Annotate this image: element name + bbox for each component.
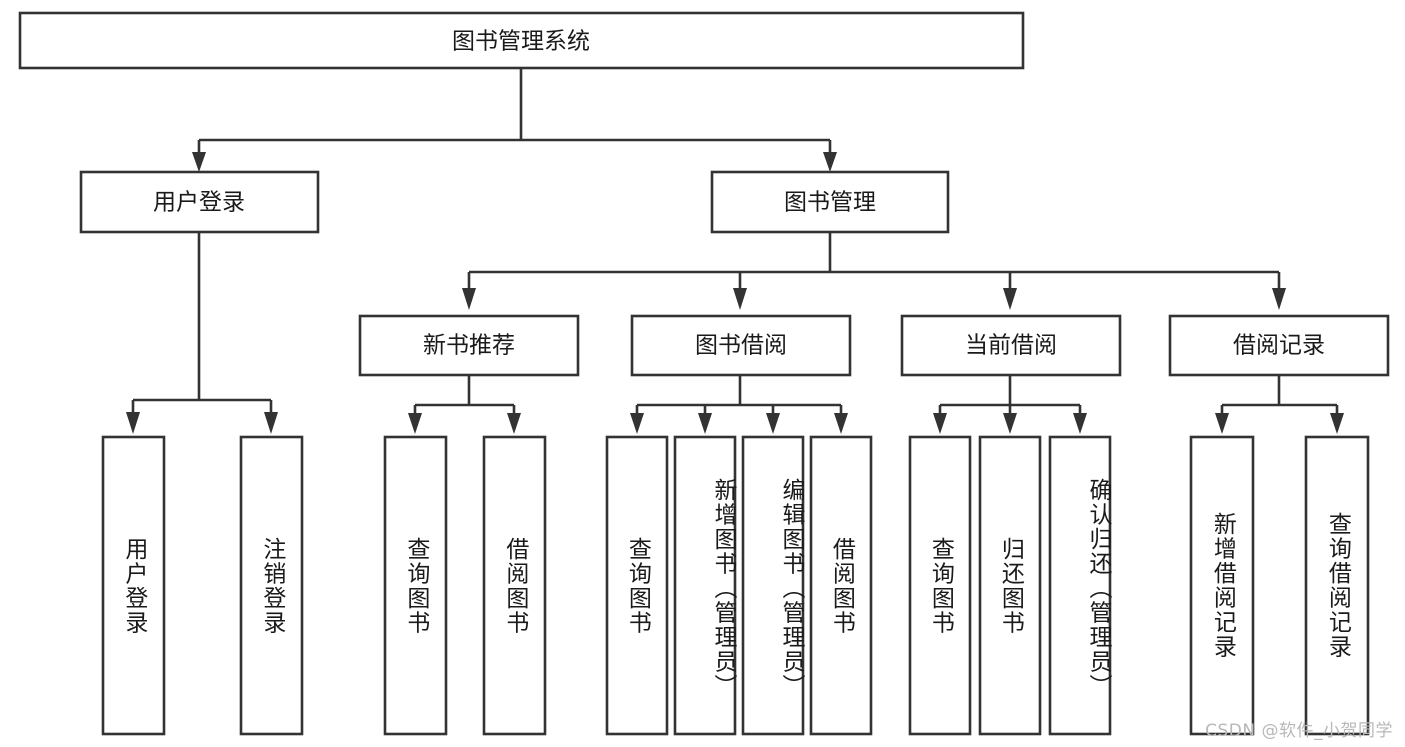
node-book-borrow-label: 图书借阅 (695, 333, 787, 359)
node-root-label: 图书管理系统 (452, 29, 590, 55)
node-book-manage-label: 图书管理 (784, 190, 876, 216)
node-book-borrow-box[interactable] (630, 314, 852, 377)
node-current-borrow-box[interactable] (900, 314, 1122, 377)
arrowhead-user-login (192, 152, 206, 172)
node-borrow-record-box[interactable] (1168, 314, 1390, 377)
arrowhead-new-book (462, 288, 476, 310)
arrowhead-book-manage (823, 152, 837, 172)
arrowhead-borrow-record (1272, 288, 1286, 310)
arrowhead-leaf-borrow-book-1 (507, 413, 521, 434)
arrowhead-book-borrow (733, 288, 747, 310)
arrowhead-leaf-query-book-3 (933, 413, 947, 434)
node-user-login-box[interactable] (79, 170, 320, 234)
edge-root-bus (197, 68, 832, 160)
arrowhead-leaf-add-book (698, 413, 712, 434)
node-new-book-label: 新书推荐 (423, 333, 515, 359)
leaf-confirm-return-box[interactable] (1048, 435, 1112, 736)
node-root[interactable]: 图书管理系统 (18, 11, 1025, 70)
edge-currentborrow-bus (938, 375, 1082, 418)
connector-group (126, 68, 1344, 434)
leaf-return-book-box[interactable] (978, 435, 1042, 736)
leaf-borrow-book-2-box[interactable] (809, 435, 873, 736)
node-current-borrow[interactable]: 当前借阅 (900, 314, 1122, 377)
edge-bookborrow-bus (635, 375, 843, 418)
arrowhead-leaf-borrow-book-2 (834, 413, 848, 434)
leaf-user-logout-box[interactable] (239, 435, 304, 736)
edge-bookmanage-bus (467, 232, 1281, 292)
leaf-query-book-3-box[interactable] (908, 435, 972, 736)
edge-newbook-bus (413, 375, 516, 418)
leaf-query-record-box[interactable] (1304, 435, 1370, 736)
csdn-watermark: CSDN @软件_小贺同学 (1205, 721, 1393, 741)
node-book-manage-box[interactable] (710, 170, 950, 234)
node-new-book-box[interactable] (358, 314, 580, 377)
arrowhead-leaf-add-record (1215, 413, 1229, 434)
arrowhead-leaf-return-book (1003, 413, 1017, 434)
arrowhead-leaf-edit-book (766, 413, 780, 434)
node-borrow-record[interactable]: 借阅记录 (1168, 314, 1390, 377)
leaf-query-book-1-box[interactable] (383, 435, 448, 736)
node-new-book[interactable]: 新书推荐 (358, 314, 580, 377)
leaf-add-record-box[interactable] (1189, 435, 1255, 736)
node-book-borrow[interactable]: 图书借阅 (630, 314, 852, 377)
arrowhead-leaf-user-login (126, 412, 140, 434)
leaf-add-book-box[interactable] (673, 435, 737, 736)
arrowhead-leaf-query-book-2 (630, 413, 644, 434)
node-user-login[interactable]: 用户登录 (79, 170, 320, 234)
node-root-box[interactable] (18, 11, 1025, 70)
leaf-node-group (101, 435, 1370, 736)
node-current-borrow-label: 当前借阅 (965, 333, 1057, 359)
node-user-login-label: 用户登录 (153, 190, 245, 216)
arrowhead-leaf-user-logout (264, 412, 278, 434)
leaf-user-login-box[interactable] (101, 435, 166, 736)
leaf-query-book-2-box[interactable] (605, 435, 669, 736)
leaf-edit-book-box[interactable] (741, 435, 805, 736)
edge-userlogin-bus (131, 232, 273, 417)
node-borrow-record-label: 借阅记录 (1233, 333, 1325, 359)
node-book-manage[interactable]: 图书管理 (710, 170, 950, 234)
arrowhead-leaf-confirm-return (1073, 413, 1087, 434)
edge-borrowrecord-bus (1220, 375, 1339, 418)
arrowhead-leaf-query-book-1 (408, 413, 422, 434)
arrowhead-current-borrow (1003, 288, 1017, 310)
leaf-borrow-book-1-box[interactable] (482, 435, 547, 736)
arrowhead-leaf-query-record (1330, 413, 1344, 434)
